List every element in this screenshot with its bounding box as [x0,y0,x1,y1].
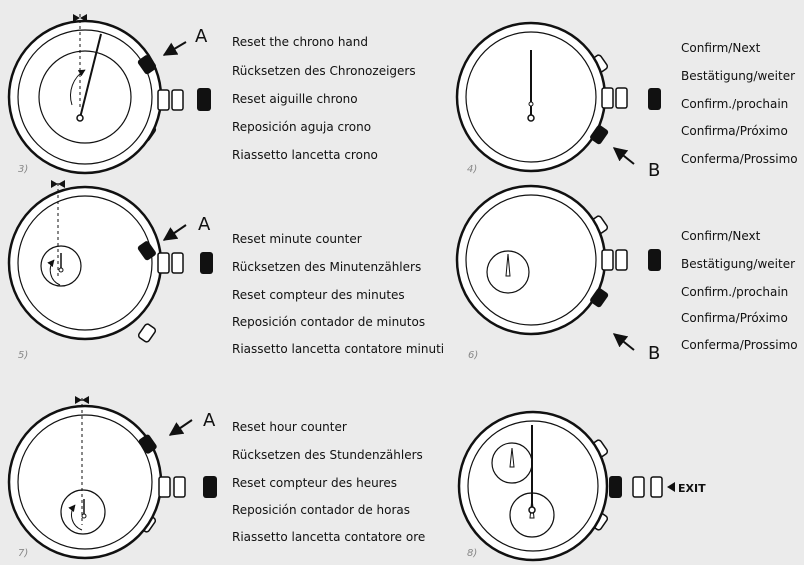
hand-pivot [527,114,535,122]
pointer-arrow-a [162,41,187,56]
crown-assembly [601,249,661,271]
instruction-line: Reset compteur des heures [232,476,397,490]
pusher-a-highlight [137,241,156,261]
pointer-arrow-b [612,147,635,165]
crown-assembly [157,88,211,111]
watch-case [455,21,609,173]
rotation-arrow [47,259,61,286]
instruction-line: Confirm/Next [681,229,761,243]
instruction-line: Conferma/Prossimo [681,152,798,166]
hand-pivot [528,506,536,514]
step-number: 6) [468,350,478,361]
instruction-line: Confirma/Próximo [681,124,788,138]
instruction-line: Confirm./prochain [681,285,788,299]
panel-5-watch [7,180,213,343]
chrono-hand [79,33,102,119]
rotation-arrow [68,504,83,531]
step-number: 7) [18,548,28,559]
step-number: 4) [467,164,477,175]
button-letter: B [648,343,660,364]
crown-assembly [609,476,663,498]
watch-case [457,410,609,562]
instruction-line: Reposición aguja crono [232,120,371,134]
subdial-hand [505,253,511,277]
pusher-a-highlight [138,434,157,454]
hand-pivot [76,114,84,122]
instruction-line: Riassetto lancetta contatore minuti [232,342,444,356]
instruction-line: Confirm/Next [681,41,761,55]
pusher-a-highlight [137,55,156,75]
instruction-line: Bestätigung/weiter [681,69,795,83]
pointer-arrow-b [612,333,635,351]
step-number: 8) [467,548,477,559]
step-number: 5) [18,350,28,361]
instruction-line: Reset hour counter [232,420,347,434]
pusher-b-highlight [590,125,609,145]
instruction-line: Reset aiguille chrono [232,92,358,106]
crown-assembly [158,476,217,498]
crown-assembly [601,87,661,110]
instruction-line: Conferma/Prossimo [681,338,798,352]
hand-pivot [81,513,87,519]
instruction-line: Riassetto lancetta contatore ore [232,530,425,544]
instruction-line: Rücksetzen des Chronozeigers [232,64,416,78]
panel-4-watch [455,21,661,173]
exit-arrow-icon [667,482,675,492]
exit-label: EXIT [678,482,706,495]
hour-subdial [60,489,106,535]
bowtie-marker-icon [73,14,87,22]
instruction-line: Reset compteur des minutes [232,288,405,302]
rotation-arrow [70,69,86,106]
pointer-arrow-a [168,419,193,436]
instruction-line: Confirma/Próximo [681,311,788,325]
instruction-line: Riassetto lancetta crono [232,148,378,162]
instruction-line: Reset the chrono hand [232,35,368,49]
panel-6-watch [455,184,661,351]
minute-subdial-hand [509,447,515,468]
instruction-line: Rücksetzen des Stundenzählers [232,448,423,462]
button-letter: A [195,26,208,47]
watch-case [7,185,163,343]
instruction-line: Reset minute counter [232,232,362,246]
panel-8-watch [457,410,675,562]
instruction-line: Reposición contador de minutos [232,315,425,329]
pointer-arrow-a [162,224,187,241]
crown-assembly [157,252,213,274]
instruction-line: Bestätigung/weiter [681,257,795,271]
button-letter: A [198,214,211,235]
panel-3-watch [7,14,211,175]
button-letter: A [203,410,216,431]
button-letter: B [648,160,660,181]
pusher-b-highlight [590,288,609,308]
hand-pivot [58,267,64,273]
instruction-line: Confirm./prochain [681,97,788,111]
panel-7-watch [7,396,217,560]
watch-case [455,184,609,336]
bowtie-marker-icon [51,180,65,188]
watch-case [7,404,163,560]
hand-marker [528,101,534,107]
bowtie-marker-icon [75,396,89,404]
instruction-line: Reposición contador de horas [232,503,410,517]
instruction-line: Rücksetzen des Minutenzählers [232,260,421,274]
step-number: 3) [18,164,28,175]
